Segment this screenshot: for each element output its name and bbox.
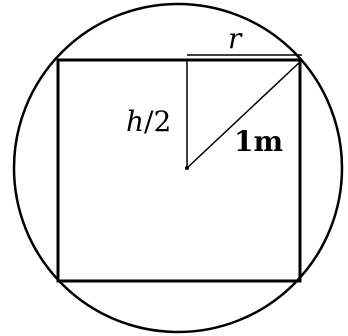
label-over-two: /2	[144, 105, 171, 138]
label-h: h	[126, 105, 144, 138]
inscribed-square	[56, 58, 302, 283]
label-r: r	[228, 22, 243, 55]
label-half-height: h/2	[126, 105, 171, 138]
center-point	[185, 166, 189, 170]
circle	[12, 2, 344, 334]
label-radius-1m: 1m	[234, 125, 283, 158]
hypotenuse-line	[186, 59, 303, 169]
